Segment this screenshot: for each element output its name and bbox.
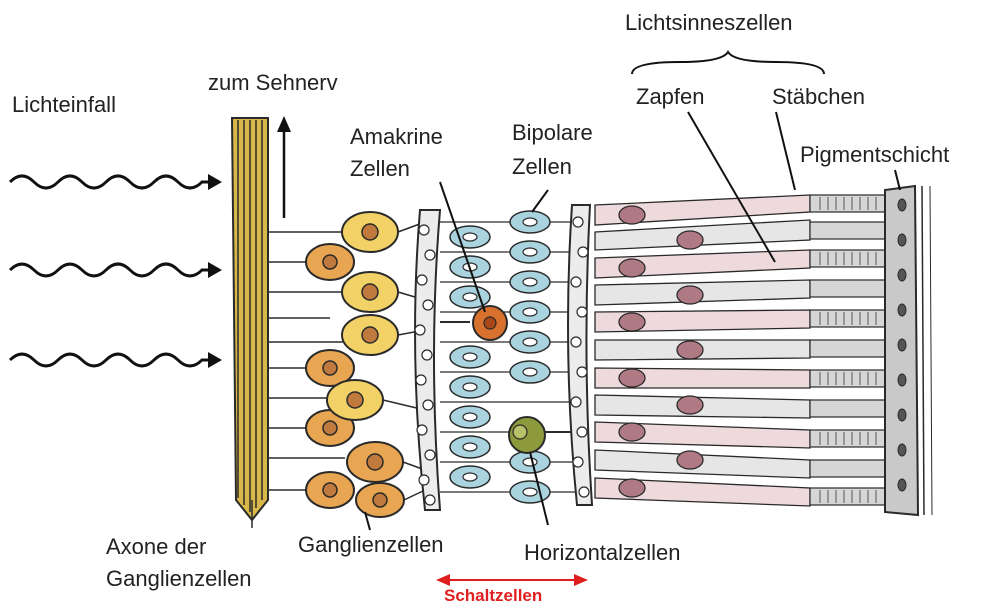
pointer-staebchen	[776, 112, 795, 190]
label-bipolare-line2: Zellen	[512, 154, 572, 180]
receptor	[595, 450, 810, 478]
label-schaltzellen: Schaltzellen	[444, 583, 542, 606]
pointer-pigment	[895, 170, 900, 190]
ganglion-cells	[306, 212, 404, 517]
label-amakrine-line2: Zellen	[350, 156, 410, 182]
label-lichtsinneszellen: Lichtsinneszellen	[625, 10, 793, 36]
pointer-bipolare	[532, 190, 548, 212]
sehnerv-arrow	[277, 116, 291, 218]
label-zapfen: Zapfen	[636, 84, 705, 110]
label-horizontalzellen: Horizontalzellen	[524, 540, 681, 566]
label-ganglienzellen: Ganglienzellen	[298, 532, 444, 558]
outer-segments	[810, 195, 885, 505]
amacrine-cell	[440, 306, 507, 340]
light-wave-3	[10, 354, 210, 366]
light-wave-1	[10, 176, 210, 188]
label-lichteinfall: Lichteinfall	[12, 92, 116, 118]
outer-plexiform-layer	[568, 205, 592, 505]
label-axone-line1: Axone der	[106, 534, 206, 560]
light-waves	[10, 176, 210, 366]
label-staebchen: Stäbchen	[772, 84, 865, 110]
label-amakrine-line1: Amakrine	[350, 124, 443, 150]
label-axone-line2: Ganglienzellen	[106, 566, 252, 592]
light-wave-2	[10, 264, 210, 276]
label-bipolare-line1: Bipolare	[512, 120, 593, 146]
label-sehnerv: zum Sehnerv	[208, 70, 338, 96]
receptor	[595, 220, 810, 250]
brace-lichtsinneszellen	[632, 52, 824, 74]
light-arrowheads	[208, 174, 222, 368]
inner-plexiform-layer	[415, 210, 440, 510]
label-pigmentschicht: Pigmentschicht	[800, 142, 949, 168]
pigment-layer	[885, 186, 932, 515]
axon-bundle	[232, 118, 268, 520]
